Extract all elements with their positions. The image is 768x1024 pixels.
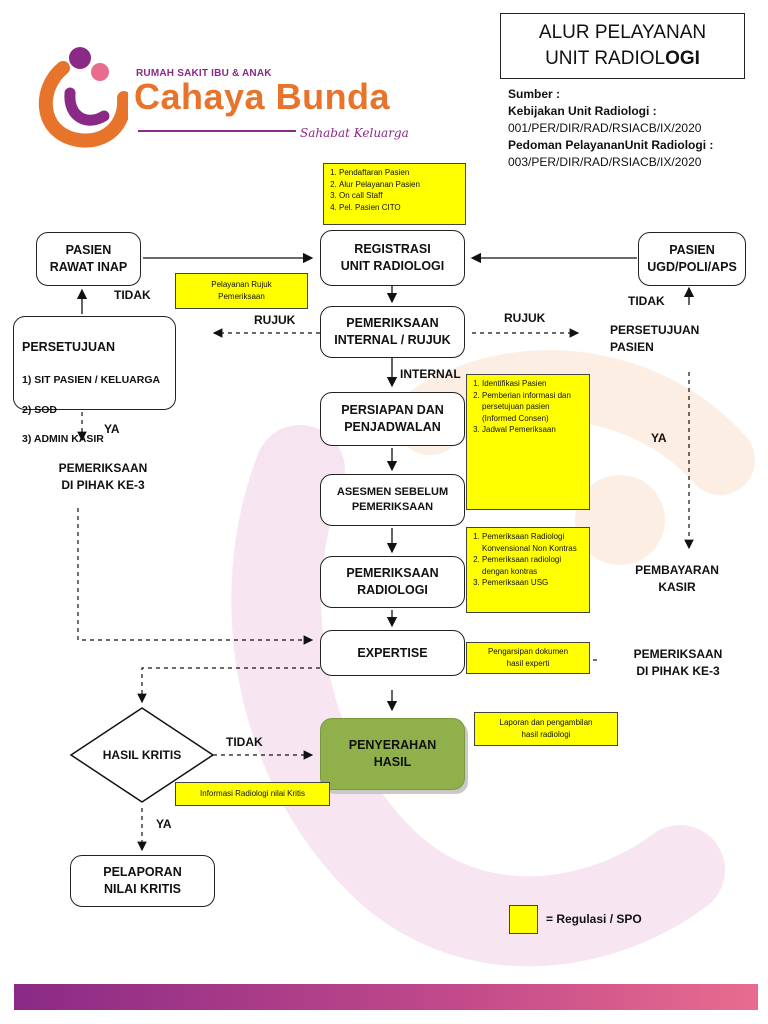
node-expertise: EXPERTISE [320, 630, 465, 676]
note-registrasi-item: On call Staff [339, 190, 460, 202]
edge-label-internal: INTERNAL [400, 367, 461, 381]
node-pemeriksaan-pihak3-right: PEMERIKSAAN DI PIHAK KE-3 [633, 647, 723, 678]
bottom-decorative-bar [14, 984, 758, 1010]
node-registrasi: REGISTRASI UNIT RADIOLOGI [320, 230, 465, 286]
edge-label-tidak-kritis: TIDAK [226, 735, 263, 749]
node-persetujuan-left: PERSETUJUAN 1) SIT PASIEN / KELUARGA 2) … [13, 316, 176, 445]
node-pemeriksaan-radiologi: PEMERIKSAAN RADIOLOGI [320, 556, 465, 608]
edge-label-rujuk-right: RUJUK [504, 311, 546, 325]
legend-label: = Regulasi / SPO [546, 912, 642, 926]
node-hasil-kritis-label: HASIL KRITIS [102, 748, 182, 762]
node-persiapan: PERSIAPAN DAN PENJADWALAN [320, 392, 465, 446]
node-pemeriksaan-internal: PEMERIKSAAN INTERNAL / RUJUK [320, 306, 465, 358]
node-pemeriksaan-pihak3-left: PEMERIKSAAN DI PIHAK KE-3 [58, 461, 148, 492]
note-persiapan: Identifikasi Pasien Pemberian informasi … [466, 374, 590, 510]
note-registrasi-item: Pel. Pasien CITO [339, 202, 460, 214]
edge-label-ya-kritis: YA [156, 817, 172, 831]
node-penyerahan-hasil: PENYERAHAN HASIL [320, 718, 465, 790]
legend-swatch [509, 905, 538, 934]
edge-label-tidak-left: TIDAK [114, 288, 151, 302]
sources-line-4: 003/PER/DIR/RAD/RSIACB/IX/2020 [508, 155, 702, 170]
title-line-1: ALUR PELAYANAN [538, 22, 707, 43]
logo-divider [138, 130, 408, 132]
node-pembayaran-kasir: PEMBAYARAN KASIR [635, 563, 719, 594]
node-asesmen: ASESMEN SEBELUM PEMERIKSAAN [320, 474, 465, 526]
node-pasien-rawat-inap: PASIEN RAWAT INAP [36, 232, 141, 286]
persetujuan-left-item: 2) SOD [22, 403, 58, 416]
note-penyerahan: Laporan dan pengambilan hasil radiologi [474, 712, 618, 746]
edge-label-rujuk-left: RUJUK [254, 313, 296, 327]
logo-subtitle: RUMAH SAKIT IBU & ANAK [136, 68, 272, 79]
hospital-logo: RUMAH SAKIT IBU & ANAK Cahaya Bunda Saha… [38, 38, 418, 148]
node-pelaporan-nilai-kritis: PELAPORAN NILAI KRITIS [70, 855, 215, 907]
persetujuan-left-item: 3) ADMIN KASIR [22, 433, 104, 446]
sources-line-2: 001/PER/DIR/RAD/RSIACB/IX/2020 [508, 121, 702, 136]
note-radiologi-item: Pemeriksaan USG [482, 577, 584, 589]
sources-block: Sumber : Kebijakan Unit Radiologi : 001/… [508, 86, 713, 171]
node-pasien-ugd: PASIEN UGD/POLI/APS [638, 232, 746, 286]
sources-label: Sumber : [508, 87, 561, 101]
hasil-kritis-diamond [69, 707, 215, 803]
sources-line-3: Pedoman PelayananUnit Radiologi : [508, 138, 714, 153]
sources-line-1: Kebijakan Unit Radiologi : [508, 104, 657, 119]
note-persiapan-item: Identifikasi Pasien [482, 378, 584, 390]
note-radiologi-item: Pemeriksaan radiologi dengan kontras [482, 554, 584, 577]
edge-label-ya-left: YA [104, 422, 120, 436]
note-hasil-kritis: Informasi Radiologi nilai Kritis [175, 782, 330, 806]
edge-label-ya-right: YA [651, 431, 667, 445]
note-persiapan-item: Jadwal Pemeriksaan [482, 424, 584, 436]
node-persetujuan-pasien-right: PERSETUJUAN PASIEN [610, 323, 700, 354]
note-radiologi-item: Pemeriksaan Radiologi Konvensional Non K… [482, 531, 584, 554]
persetujuan-left-item: 1) SIT PASIEN / KELUARGA [22, 373, 161, 386]
logo-tagline: Sahabat Keluarga [296, 126, 413, 140]
note-persiapan-item: Pemberian informasi dan persetujuan pasi… [482, 390, 584, 425]
logo-name: Cahaya Bunda [134, 76, 391, 117]
edge-label-tidak-right: TIDAK [628, 294, 665, 308]
note-expertise: Pengarsipan dokumen hasil experti [466, 642, 590, 674]
note-rujuk: Pelayanan Rujuk Pemeriksaan [175, 273, 308, 309]
note-registrasi-item: Alur Pelayanan Pasien [339, 179, 460, 191]
title-line-2: UNIT RADIOLOGI [545, 47, 700, 69]
title-box: ALUR PELAYANAN UNIT RADIOLOGI [500, 13, 745, 79]
persetujuan-left-title: PERSETUJUAN [22, 339, 116, 354]
logo-mark-icon [38, 47, 128, 148]
note-pemeriksaan-radiologi: Pemeriksaan Radiologi Konvensional Non K… [466, 527, 590, 613]
note-registrasi: Pendaftaran Pasien Alur Pelayanan Pasien… [323, 163, 466, 225]
note-registrasi-item: Pendaftaran Pasien [339, 167, 460, 179]
